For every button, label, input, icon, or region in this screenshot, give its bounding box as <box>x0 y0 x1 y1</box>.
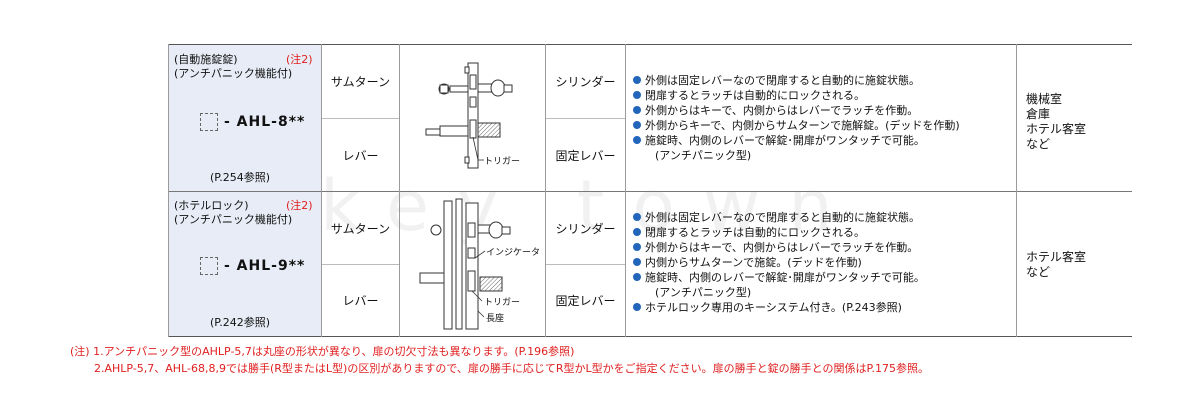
outside-split-1 <box>545 118 625 119</box>
inside-top: サムターン <box>330 221 391 236</box>
model-number: - AHL-8** <box>224 114 306 130</box>
bullet-icon <box>633 91 641 99</box>
footnotes: (注) 1.アンチパニック型のAHLP-5,7は丸座の形状が異なり、扉の切欠寸法… <box>70 343 929 377</box>
footnote-2: 2.AHLP-5,7、AHL-68,8,9では勝手(R型またはL型)の区別があり… <box>94 362 929 375</box>
feature-list-2: 外側は固定レバーなので閉扉すると自動的に施錠状態。 閉扉するとラッチは自動的にロ… <box>633 210 1013 315</box>
feature-continuation: (アンチパニック型) <box>655 149 752 162</box>
note-ref: (注2) <box>286 199 313 212</box>
col-border-1 <box>321 44 322 337</box>
place-item: など <box>1026 137 1051 151</box>
table-top-border <box>168 44 1132 45</box>
watermark: key town <box>320 165 861 247</box>
feature-item: 施錠時、内側のレバーで解錠･開扉がワンタッチで可能。 <box>633 270 1013 285</box>
footnote-1: (注) 1.アンチパニック型のAHLP-5,7は丸座の形状が異なり、扉の切欠寸法… <box>70 345 575 358</box>
lock-type-label: (自動施錠錠) <box>174 53 238 66</box>
place-item: など <box>1026 265 1051 279</box>
bullet-icon <box>633 243 641 251</box>
feature-item: 外側は固定レバーなので閉扉すると自動的に施錠状態。 <box>633 210 1013 225</box>
col-border-4 <box>625 44 626 337</box>
row-divider <box>168 191 1132 192</box>
outside-bottom: 固定レバー <box>555 294 616 308</box>
feature-item: 外側からはキーで、内側からはレバーでラッチを作動。 <box>633 103 1013 118</box>
place-item: 倉庫 <box>1026 107 1051 121</box>
model-cell-row1 <box>168 44 321 191</box>
model-code: - AHL-9** <box>200 257 305 275</box>
lock-spec-table: (自動施錠錠) (注2) (アンチパニック機能付) - AHL-8** (P.2… <box>168 44 1132 337</box>
trigger-label: トリガー <box>484 156 520 167</box>
usage-places-2: ホテル客室 など <box>1026 250 1086 280</box>
feature-list-1: 外側は固定レバーなので閉扉すると自動的に施錠状態。 閉扉するとラッチは自動的にロ… <box>633 73 1013 163</box>
col-border-3 <box>545 44 546 337</box>
page-reference: (P.254参照) <box>210 171 270 184</box>
lock-diagram-2: インジケータ トリガー 長座 <box>419 198 540 330</box>
outside-top: シリンダー <box>555 221 616 236</box>
outside-bottom: 固定レバー <box>555 148 616 163</box>
feature-item: 外側からキーで、内側からサムターンで施解錠。(デッドを作動) <box>633 118 1013 133</box>
feature-item: ホテルロック専用のキーシステム付き。(P.243参照) <box>633 300 1013 315</box>
bullet-icon <box>633 273 641 281</box>
bullet-icon <box>633 76 641 84</box>
feature-item: 施錠時、内側のレバーで解錠･開扉がワンタッチで可能。 <box>633 133 1013 148</box>
lock-feature-label: (アンチパニック機能付) <box>174 213 293 226</box>
col-border-0 <box>168 44 169 337</box>
feature-item: 閉扉するとラッチは自動的にロックされる。 <box>633 225 1013 240</box>
feature-item: 内側からサムターンで施錠。(デッドを作動) <box>633 255 1013 270</box>
table-bottom-border <box>168 336 1132 337</box>
long-plate-label: 長座 <box>486 312 504 324</box>
bullet-icon <box>633 258 641 266</box>
usage-places-1: 機械室 倉庫 ホテル客室 など <box>1026 92 1086 152</box>
feature-continuation: (アンチパニック型) <box>655 286 752 299</box>
bullet-icon <box>633 213 641 221</box>
place-item: 機械室 <box>1026 92 1063 106</box>
placeholder-box <box>200 257 218 275</box>
outside-top: シリンダー <box>555 74 616 89</box>
feature-item: 外側は固定レバーなので閉扉すると自動的に施錠状態。 <box>633 73 1013 88</box>
model-code: - AHL-8** <box>200 113 305 131</box>
inside-split-2 <box>321 264 399 265</box>
inside-bottom: レバー <box>342 294 379 308</box>
place-item: ホテル客室 <box>1026 122 1087 136</box>
inside-top: サムターン <box>330 74 391 89</box>
inside-split-1 <box>321 118 399 119</box>
outside-split-2 <box>545 264 625 265</box>
bullet-icon <box>633 106 641 114</box>
feature-item: 外側からはキーで、内側からはレバーでラッチを作動。 <box>633 240 1013 255</box>
trigger-label: トリガー <box>484 297 520 308</box>
col-border-2 <box>399 44 400 337</box>
indicator-label: インジケータ <box>486 247 540 258</box>
feature-item: 閉扉するとラッチは自動的にロックされる。 <box>633 88 1013 103</box>
place-item: ホテル客室 <box>1026 250 1087 264</box>
lock-feature-label: (アンチパニック機能付) <box>174 67 293 80</box>
model-number: - AHL-9** <box>224 258 306 274</box>
bullet-icon <box>633 121 641 129</box>
bullet-icon <box>633 228 641 236</box>
lock-diagram-1: トリガー <box>425 62 520 169</box>
placeholder-box <box>200 113 218 131</box>
lock-type-label: (ホテルロック) <box>174 199 249 212</box>
note-ref: (注2) <box>286 53 313 66</box>
bullet-icon <box>633 303 641 311</box>
model-cell-row2 <box>168 192 321 337</box>
page-reference: (P.242参照) <box>210 316 270 329</box>
inside-bottom: レバー <box>342 148 379 163</box>
bullet-icon <box>633 136 641 144</box>
col-border-5 <box>1016 44 1017 337</box>
